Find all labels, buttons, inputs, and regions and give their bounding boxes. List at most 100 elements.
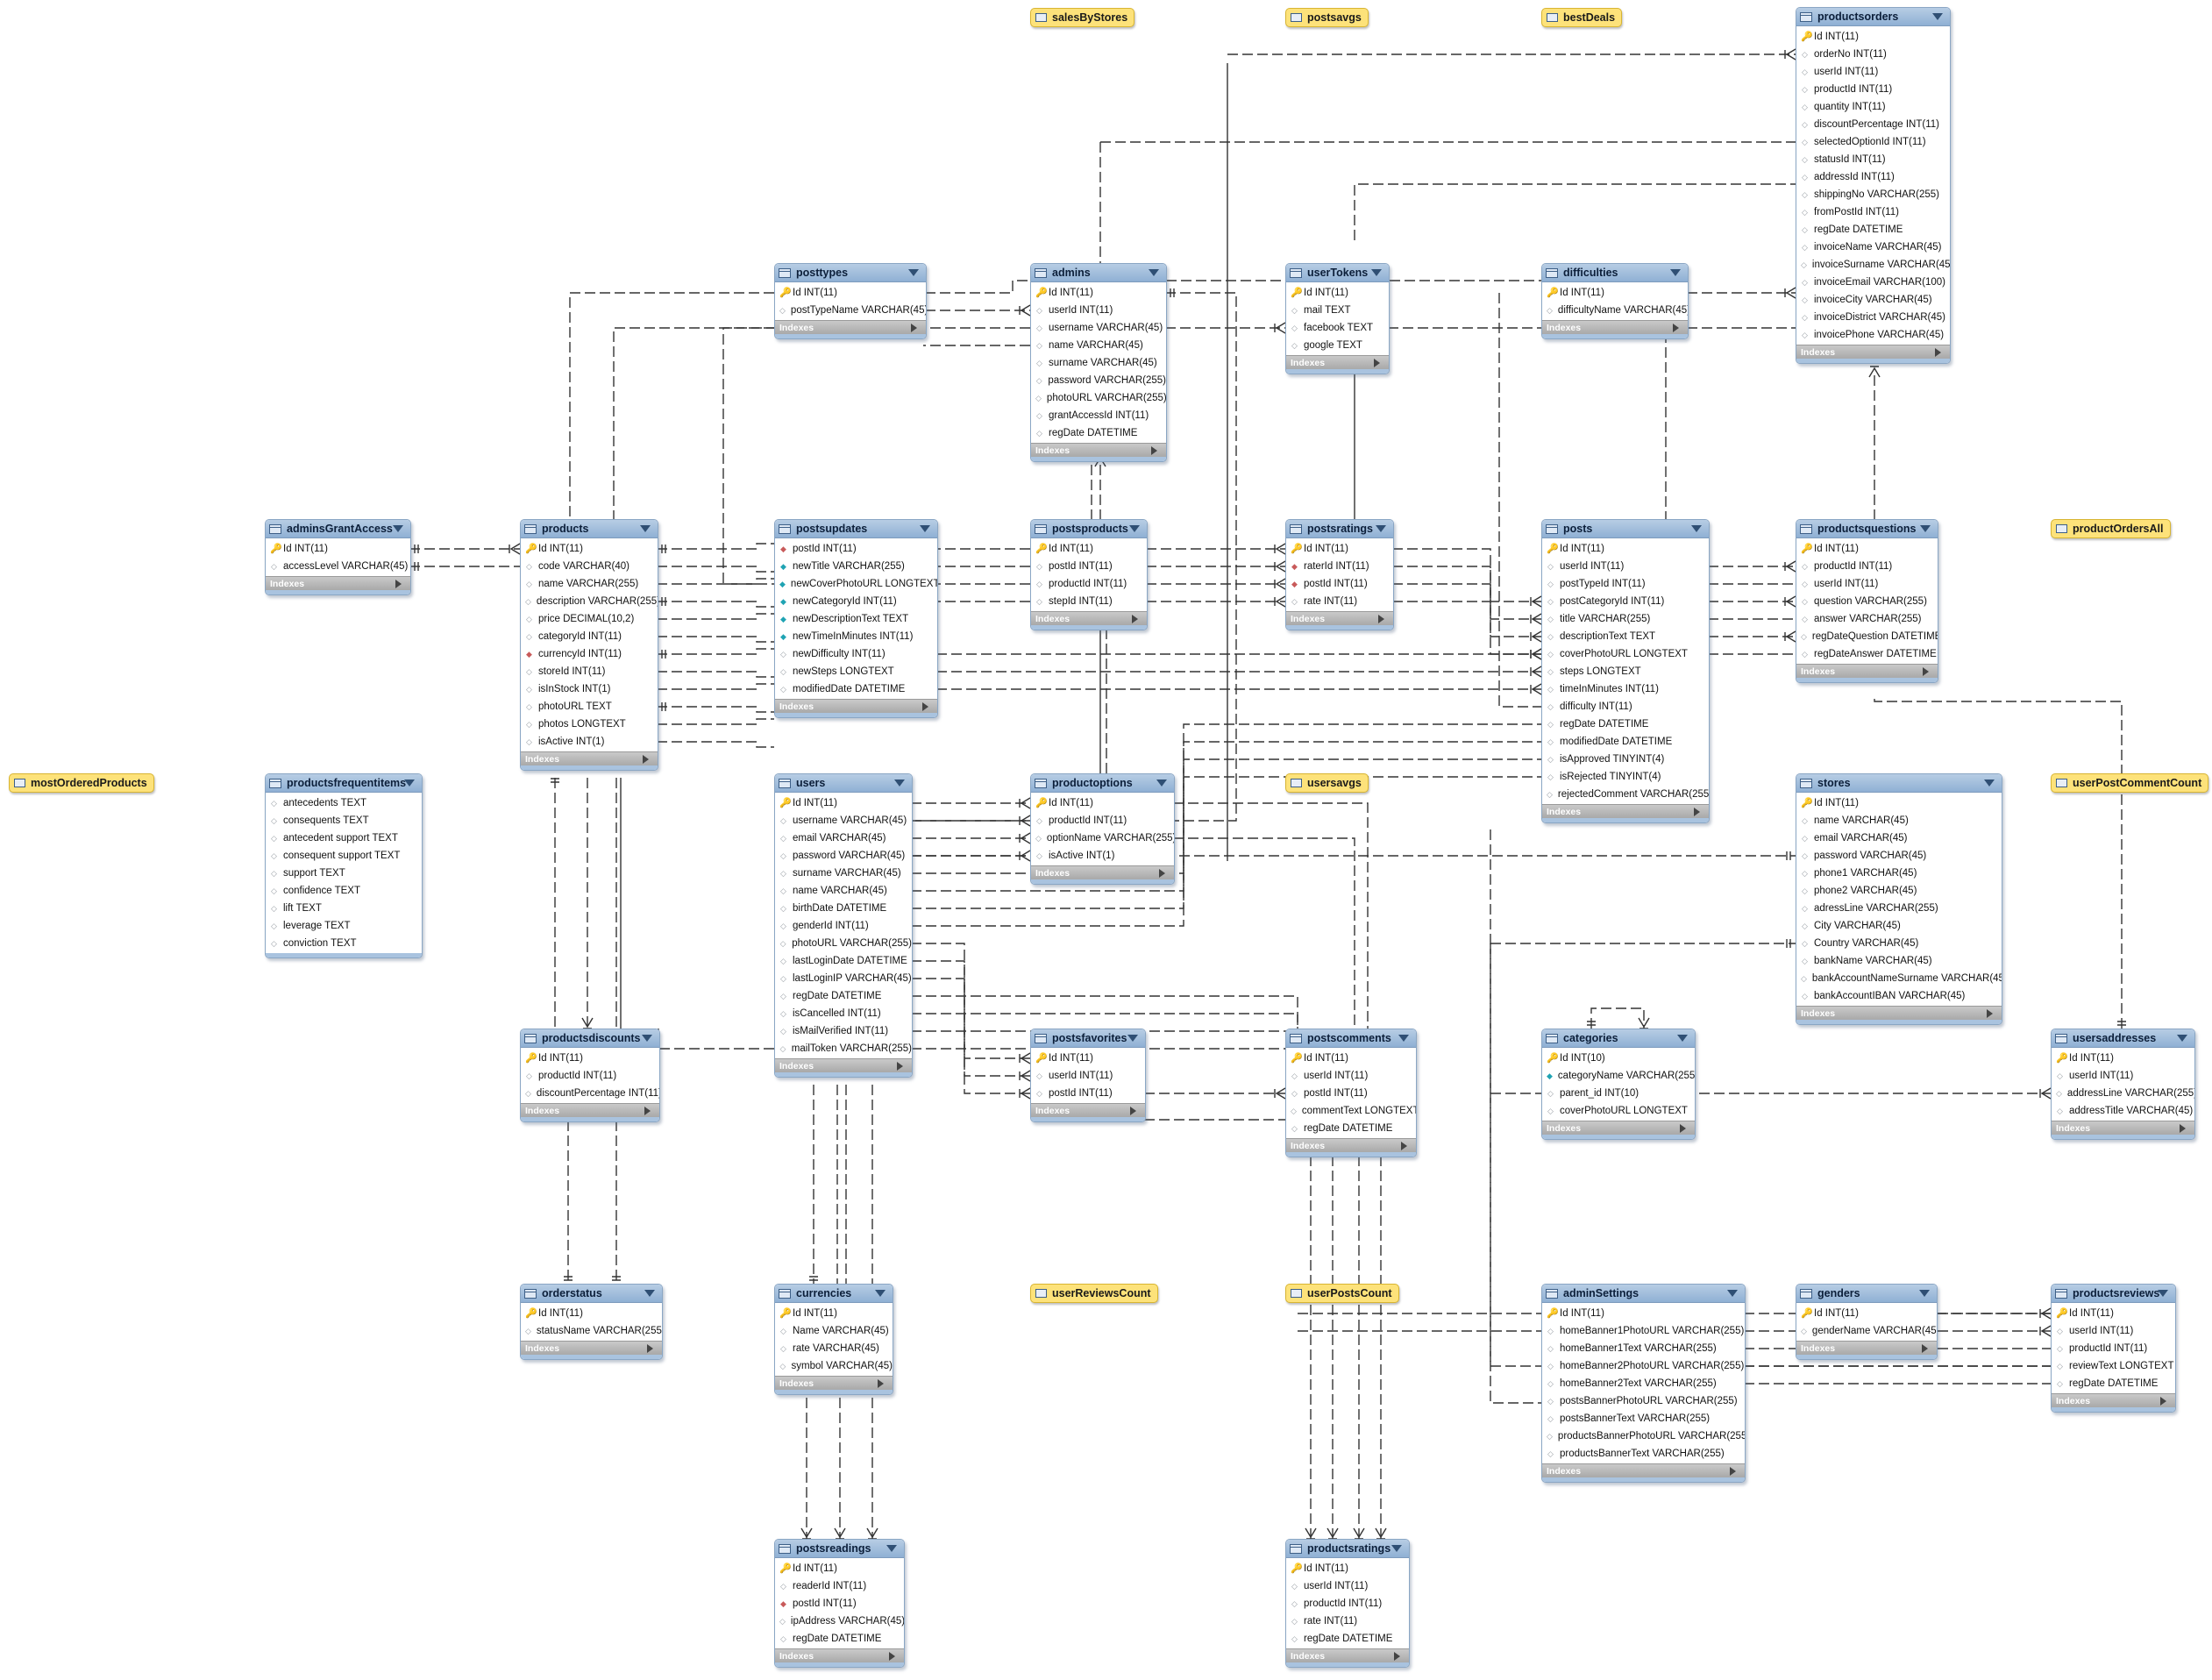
column-row[interactable]: 🔑Id INT(11) xyxy=(1796,540,1938,558)
column-row[interactable]: ◇birthDate DATETIME xyxy=(775,900,912,917)
collapse-arrow-icon[interactable] xyxy=(1920,525,1931,532)
column-row[interactable]: 🔑Id INT(11) xyxy=(1542,1305,1745,1322)
column-row[interactable]: 🔑Id INT(11) xyxy=(1286,540,1393,558)
column-row[interactable]: ◇consequents TEXT xyxy=(266,812,422,829)
column-row[interactable]: ◇timeInMinutes INT(11) xyxy=(1542,680,1709,698)
expand-arrow-icon[interactable] xyxy=(922,702,928,711)
column-row[interactable]: 🔑Id INT(11) xyxy=(775,794,912,812)
table-header[interactable]: stores xyxy=(1796,774,2002,793)
table-header[interactable]: postsupdates xyxy=(775,520,937,538)
view-salesByStores[interactable]: salesByStores xyxy=(1030,8,1135,27)
column-row[interactable]: ◇rate INT(11) xyxy=(1286,593,1393,610)
column-row[interactable]: ◇postTypeName VARCHAR(45) xyxy=(775,302,926,319)
expand-arrow-icon[interactable] xyxy=(1935,348,1941,357)
collapse-arrow-icon[interactable] xyxy=(1376,525,1386,532)
column-row[interactable]: ◇regDateQuestion DATETIME xyxy=(1796,628,1938,645)
column-row[interactable]: ◇fromPostId INT(11) xyxy=(1796,203,1950,221)
column-row[interactable]: ◆postId INT(11) xyxy=(1286,575,1393,593)
column-row[interactable]: ◇readerId INT(11) xyxy=(775,1577,904,1595)
collapse-arrow-icon[interactable] xyxy=(1371,269,1382,276)
column-row[interactable]: 🔑Id INT(11) xyxy=(1796,794,2002,812)
column-row[interactable]: ◆newTitle VARCHAR(255) xyxy=(775,558,937,575)
expand-arrow-icon[interactable] xyxy=(878,1379,884,1388)
column-row[interactable]: ◇adressLine VARCHAR(255) xyxy=(1796,900,2002,917)
indexes-section[interactable]: Indexes xyxy=(775,320,926,334)
collapse-arrow-icon[interactable] xyxy=(1149,269,1159,276)
column-row[interactable]: ◇userId INT(11) xyxy=(1796,63,1950,81)
indexes-section[interactable]: Indexes xyxy=(1031,1103,1145,1117)
table-header[interactable]: postscomments xyxy=(1286,1029,1416,1048)
column-row[interactable]: ◇lastLoginIP VARCHAR(45) xyxy=(775,970,912,987)
column-row[interactable]: ◇categoryId INT(11) xyxy=(521,628,658,645)
expand-arrow-icon[interactable] xyxy=(1401,1142,1407,1150)
table-header[interactable]: productoptions xyxy=(1031,774,1174,793)
view-mostOrderedProducts[interactable]: mostOrderedProducts xyxy=(9,773,154,793)
column-row[interactable]: ◇bankName VARCHAR(45) xyxy=(1796,952,2002,970)
column-row[interactable]: ◇leverage TEXT xyxy=(266,917,422,935)
column-row[interactable]: ◇parent_id INT(10) xyxy=(1542,1085,1695,1102)
table-categories[interactable]: categories🔑Id INT(10)◆categoryName VARCH… xyxy=(1541,1029,1696,1140)
expand-arrow-icon[interactable] xyxy=(897,1062,903,1071)
table-currencies[interactable]: currencies🔑Id INT(11)◇Name VARCHAR(45)◇r… xyxy=(774,1284,893,1395)
column-row[interactable]: ◇selectedOptionId INT(11) xyxy=(1796,133,1950,151)
column-row[interactable]: ◇postsBannerPhotoURL VARCHAR(255) xyxy=(1542,1392,1745,1410)
column-row[interactable]: ◇optionName VARCHAR(255) xyxy=(1031,829,1174,847)
column-row[interactable]: ◇antecedents TEXT xyxy=(266,794,422,812)
column-row[interactable]: ◇modifiedDate DATETIME xyxy=(1542,733,1709,751)
column-row[interactable]: 🔑Id INT(11) xyxy=(1542,284,1688,302)
column-row[interactable]: ◇isApproved TINYINT(4) xyxy=(1542,751,1709,768)
table-productsquestions[interactable]: productsquestions🔑Id INT(11)◇productId I… xyxy=(1796,519,1938,683)
column-row[interactable]: ◇title VARCHAR(255) xyxy=(1542,610,1709,628)
table-header[interactable]: postsproducts xyxy=(1031,520,1147,538)
indexes-section[interactable]: Indexes xyxy=(1031,443,1166,457)
indexes-section[interactable]: Indexes xyxy=(1796,345,1950,359)
table-adminSettings[interactable]: adminSettings🔑Id INT(11)◇homeBanner1Phot… xyxy=(1541,1284,1746,1483)
column-row[interactable]: ◇orderNo INT(11) xyxy=(1796,46,1950,63)
view-bestDeals[interactable]: bestDeals xyxy=(1541,8,1623,27)
column-row[interactable]: ◇mail TEXT xyxy=(1286,302,1389,319)
collapse-arrow-icon[interactable] xyxy=(642,1035,652,1042)
column-row[interactable]: ◇username VARCHAR(45) xyxy=(775,812,912,829)
indexes-section[interactable]: Indexes xyxy=(775,699,937,713)
column-row[interactable]: ◇quantity INT(11) xyxy=(1796,98,1950,116)
column-row[interactable]: 🔑Id INT(11) xyxy=(775,1305,893,1322)
column-row[interactable]: 🔑Id INT(11) xyxy=(1796,1305,1937,1322)
indexes-section[interactable]: Indexes xyxy=(1796,1341,1937,1355)
column-row[interactable]: ◇productId INT(11) xyxy=(1031,812,1174,829)
column-row[interactable]: ◇steps LONGTEXT xyxy=(1542,663,1709,680)
column-row[interactable]: ◇userId INT(11) xyxy=(1031,302,1166,319)
table-header[interactable]: productsorders xyxy=(1796,8,1950,26)
column-row[interactable]: ◇facebook TEXT xyxy=(1286,319,1389,337)
column-row[interactable]: ◇stepId INT(11) xyxy=(1031,593,1147,610)
column-row[interactable]: ◇regDate DATETIME xyxy=(2052,1375,2175,1392)
column-row[interactable]: 🔑Id INT(11) xyxy=(1796,28,1950,46)
column-row[interactable]: ◇postCategoryId INT(11) xyxy=(1542,593,1709,610)
column-row[interactable]: ◇coverPhotoURL LONGTEXT xyxy=(1542,1102,1695,1120)
indexes-section[interactable]: Indexes xyxy=(1286,1648,1409,1662)
column-row[interactable]: ◇photoURL TEXT xyxy=(521,698,658,715)
column-row[interactable]: ◇accessLevel VARCHAR(45) xyxy=(266,558,410,575)
column-row[interactable]: 🔑Id INT(11) xyxy=(1031,540,1147,558)
table-header[interactable]: posts xyxy=(1542,520,1709,538)
column-row[interactable]: ◇description VARCHAR(255) xyxy=(521,593,658,610)
indexes-section[interactable]: Indexes xyxy=(775,1648,904,1662)
column-row[interactable]: ◆currencyId INT(11) xyxy=(521,645,658,663)
column-row[interactable]: ◇ipAddress VARCHAR(45) xyxy=(775,1612,904,1630)
table-header[interactable]: productsdiscounts xyxy=(521,1029,659,1048)
table-products[interactable]: products🔑Id INT(11)◇code VARCHAR(40)◇nam… xyxy=(520,519,658,771)
column-row[interactable]: ◇isMailVerified INT(11) xyxy=(775,1022,912,1040)
collapse-arrow-icon[interactable] xyxy=(1127,1035,1138,1042)
table-userTokens[interactable]: userTokens🔑Id INT(11)◇mail TEXT◇facebook… xyxy=(1285,263,1390,374)
table-productsfrequentitems[interactable]: productsfrequentitems◇antecedents TEXT◇c… xyxy=(265,773,423,958)
table-header[interactable]: difficulties xyxy=(1542,264,1688,282)
column-row[interactable]: ◇City VARCHAR(45) xyxy=(1796,917,2002,935)
column-row[interactable]: ◇password VARCHAR(255) xyxy=(1031,372,1166,389)
column-row[interactable]: ◇price DECIMAL(10,2) xyxy=(521,610,658,628)
column-row[interactable]: ◆raterId INT(11) xyxy=(1286,558,1393,575)
column-row[interactable]: ◇productId INT(11) xyxy=(521,1067,659,1085)
column-row[interactable]: ◇Name VARCHAR(45) xyxy=(775,1322,893,1340)
collapse-arrow-icon[interactable] xyxy=(644,1290,655,1297)
column-row[interactable]: ◇regDate DATETIME xyxy=(1286,1630,1409,1648)
table-productsdiscounts[interactable]: productsdiscounts🔑Id INT(11)◇productId I… xyxy=(520,1029,660,1122)
table-header[interactable]: currencies xyxy=(775,1285,893,1303)
